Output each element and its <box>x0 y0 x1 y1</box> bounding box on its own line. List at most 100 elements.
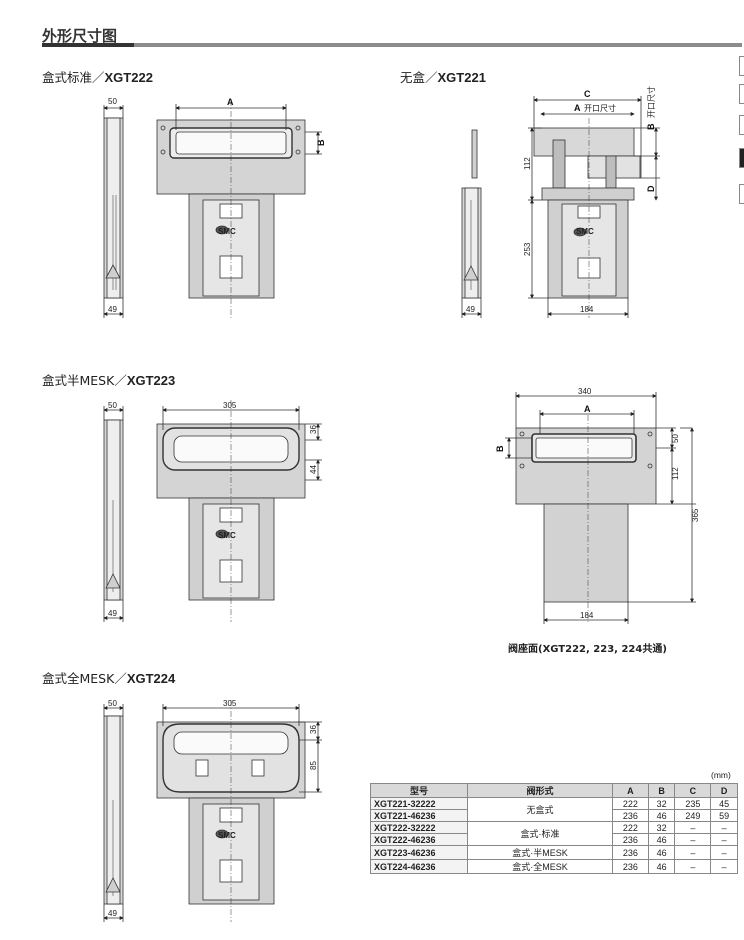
dim-365: 365 <box>691 508 700 522</box>
table-header-row: 型号 阀形式 A B C D <box>370 783 738 798</box>
seat-face-view <box>505 392 696 624</box>
dim-36: 36 <box>309 425 318 434</box>
dim-C: C <box>584 89 591 99</box>
seat-caption: 阀座面(XGT222, 223, 224共通) <box>508 644 667 655</box>
dim-50: 50 <box>108 401 117 410</box>
section-heading-xgt223: 盒式半MESK／XGT223 <box>42 370 175 389</box>
dim-44: 44 <box>309 465 318 474</box>
dim-253: 253 <box>523 242 532 256</box>
cell-D: – <box>710 859 738 874</box>
section-model: XGT223 <box>126 373 176 388</box>
cell-type: 无盒式 <box>467 797 613 822</box>
cell-model: XGT222-46236 <box>370 833 468 846</box>
xgt224-front-view <box>156 700 322 922</box>
col-model: 型号 <box>370 783 468 798</box>
side-tab[interactable] <box>739 115 744 135</box>
cell-C: – <box>674 859 712 874</box>
dim-184: 184 <box>580 305 594 314</box>
cell-B: 46 <box>647 845 676 860</box>
xgt224-side-view <box>103 704 124 922</box>
dim-305: 305 <box>223 699 237 708</box>
col-valve-type: 阀形式 <box>467 783 613 798</box>
dim-D: D <box>646 185 656 192</box>
brand-logo: SMC <box>218 531 236 540</box>
xgt221-side-view <box>461 129 482 318</box>
cell-type: 盒式·标准 <box>467 821 613 846</box>
section-heading-xgt224: 盒式全MESK／XGT224 <box>42 668 175 687</box>
col-A: A <box>612 783 649 798</box>
dim-B: B <box>646 123 656 130</box>
cell-B: 32 <box>647 821 676 834</box>
cell-D: – <box>710 821 738 834</box>
section-heading-xgt222: 盒式标准／XGT222 <box>42 67 153 86</box>
cell-C: – <box>674 833 712 846</box>
cell-B: 32 <box>647 797 676 810</box>
brand-logo: SMC <box>218 831 236 840</box>
cell-B: 46 <box>647 833 676 846</box>
xgt223-front-view <box>156 400 322 622</box>
section-model: XGT224 <box>126 671 176 686</box>
cell-B: 46 <box>647 809 676 822</box>
dim-B: B <box>495 445 505 452</box>
section-model: XGT221 <box>437 70 486 85</box>
dim-49: 49 <box>108 305 117 314</box>
side-tab[interactable] <box>739 84 744 104</box>
xgt221-front-view <box>528 96 660 318</box>
xgt222-side-view <box>103 105 124 318</box>
cell-A: 222 <box>612 821 649 834</box>
section-prefix: 盒式标准／ <box>42 70 105 85</box>
dim-49: 49 <box>466 305 475 314</box>
cell-model: XGT224-46236 <box>370 859 468 874</box>
dim-A: A <box>574 103 581 113</box>
cell-C: 235 <box>674 797 712 810</box>
dim-50: 50 <box>108 699 117 708</box>
cell-C: – <box>674 845 712 860</box>
cell-model: XGT222-32222 <box>370 821 468 834</box>
table-row: XGT223-46236 盒式·半MESK 236 46 – – <box>370 845 738 860</box>
brand-logo: SMC <box>218 227 236 236</box>
section-heading-xgt221: 无盒／XGT221 <box>400 67 486 86</box>
side-tab[interactable] <box>739 184 744 204</box>
cell-C: – <box>674 821 712 834</box>
cell-A: 236 <box>612 809 649 822</box>
dim-50: 50 <box>108 97 117 106</box>
section-prefix: 无盒／ <box>400 70 438 85</box>
section-model: XGT222 <box>104 70 153 85</box>
dim-112: 112 <box>671 467 680 480</box>
section-prefix: 盒式半MESK／ <box>42 373 127 388</box>
cell-D: 59 <box>710 809 738 822</box>
cell-A: 236 <box>612 833 649 846</box>
cell-model: XGT221-32222 <box>370 797 468 810</box>
title-rule-accent <box>42 43 134 47</box>
xgt222-front-view <box>156 100 322 318</box>
dim-50: 50 <box>671 434 680 443</box>
dim-340: 340 <box>578 387 592 396</box>
col-D: D <box>710 783 738 798</box>
xgt223-side-view <box>103 406 124 622</box>
spec-table: 型号 阀形式 A B C D XGT221-32222 无盒式 222 32 2… <box>370 783 738 874</box>
col-B: B <box>647 783 676 798</box>
title-rule <box>42 43 742 47</box>
dim-112: 112 <box>523 157 532 170</box>
dim-A: A <box>584 404 591 414</box>
cell-A: 236 <box>612 845 649 860</box>
brand-logo: SMC <box>576 227 594 236</box>
table-row: XGT224-46236 盒式·全MESK 236 46 – – <box>370 859 738 874</box>
dim-A: A <box>227 97 234 107</box>
cell-D: – <box>710 833 738 846</box>
dim-B: B <box>316 139 326 146</box>
table-row: XGT221-32222 无盒式 222 32 235 45 <box>370 797 738 822</box>
table-row: XGT222-32222 盒式·标准 222 32 – – <box>370 821 738 846</box>
dim-49: 49 <box>108 909 117 918</box>
cell-model: XGT221-46236 <box>370 809 468 822</box>
dim-49: 49 <box>108 609 117 618</box>
cell-B: 46 <box>647 859 676 874</box>
dim-305: 305 <box>223 401 237 410</box>
dim-36: 36 <box>309 725 318 734</box>
side-tab-active[interactable] <box>739 148 744 168</box>
section-prefix: 盒式全MESK／ <box>42 671 127 686</box>
col-C: C <box>674 783 712 798</box>
dim-opening-label: 开口尺寸 <box>646 86 656 118</box>
side-tab[interactable] <box>739 56 744 76</box>
